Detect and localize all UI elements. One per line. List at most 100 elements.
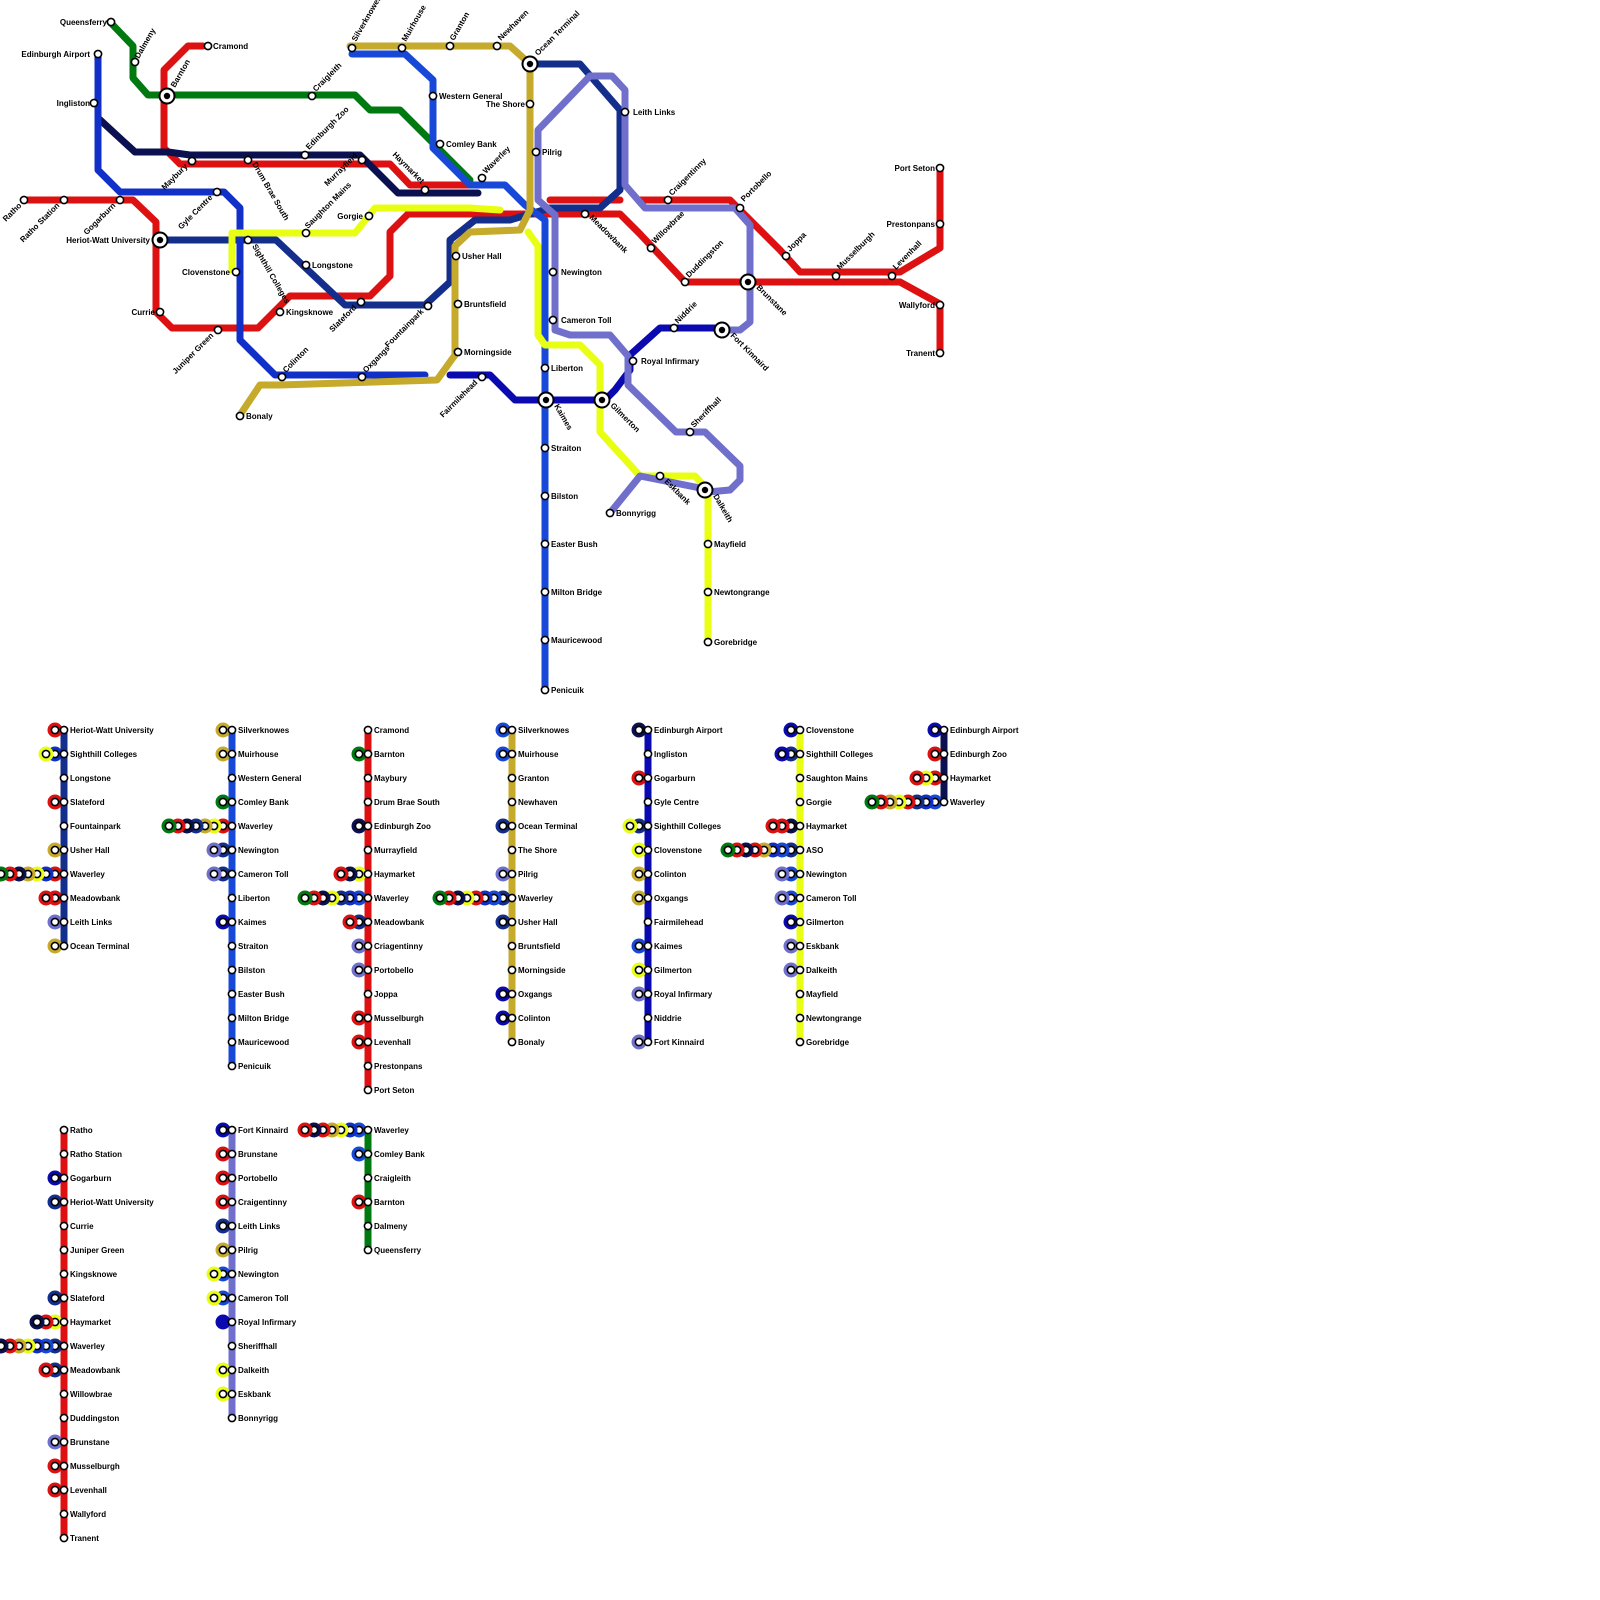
diagram-stop-barnton[interactable]: Barnton [351, 1194, 405, 1210]
diagram-stop-cameron-toll[interactable]: Cameron Toll [206, 1290, 289, 1306]
diagram-stop-pilrig[interactable]: Pilrig [215, 1242, 259, 1258]
diagram-stop-dalmeny[interactable]: Dalmeny [363, 1221, 408, 1231]
diagram-stop-niddrie[interactable]: Niddrie [643, 1013, 682, 1023]
diagram-stop-gilmerton[interactable]: Gilmerton [783, 914, 844, 930]
station-mayfield[interactable]: Mayfield [703, 539, 746, 549]
diagram-stop-clovenstone[interactable]: Clovenstone [783, 722, 855, 738]
diagram-stop-usher-hall[interactable]: Usher Hall [47, 842, 110, 858]
station-prestonpans[interactable]: Prestonpans [887, 219, 945, 229]
diagram-stop-ratho-station[interactable]: Ratho Station [59, 1149, 122, 1159]
station-fairmilehead[interactable]: Fairmilehead [438, 372, 487, 419]
station-saughton-mains[interactable]: Saughton Mains [301, 180, 353, 238]
diagram-stop-oxgangs[interactable]: Oxgangs [631, 890, 689, 906]
diagram-stop-comley-bank[interactable]: Comley Bank [351, 1146, 426, 1162]
diagram-stop-waverley[interactable]: Waverley [297, 890, 410, 906]
diagram-stop-royal-infirmary[interactable]: Royal Infirmary [215, 1314, 297, 1330]
station-ingliston[interactable]: Ingliston [57, 98, 99, 108]
station-liberton[interactable]: Liberton [540, 363, 583, 373]
diagram-stop-saughton-mains[interactable]: Saughton Mains [795, 773, 868, 783]
diagram-stop-sighthill-colleges[interactable]: Sighthill Colleges [622, 818, 722, 834]
diagram-stop-craigleith[interactable]: Craigleith [363, 1173, 411, 1183]
diagram-stop-meadowbank[interactable]: Meadowbank [38, 890, 121, 906]
station-edinburgh-airport[interactable]: Edinburgh Airport [21, 49, 103, 59]
diagram-stop-heriot-watt-university[interactable]: Heriot-Watt University [47, 722, 155, 738]
diagram-stop-ratho[interactable]: Ratho [59, 1125, 93, 1135]
station-duddingston[interactable]: Duddingston [680, 238, 725, 287]
diagram-stop-bruntsfield[interactable]: Bruntsfield [507, 941, 560, 951]
station-morningside[interactable]: Morningside [453, 347, 512, 357]
station-clovenstone[interactable]: Clovenstone [182, 267, 241, 277]
diagram-stop-western-general[interactable]: Western General [227, 773, 301, 783]
diagram-stop-gorgie[interactable]: Gorgie [795, 797, 832, 807]
diagram-stop-waverley[interactable]: Waverley [0, 866, 105, 882]
diagram-stop-kaimes[interactable]: Kaimes [215, 914, 268, 930]
diagram-stop-newington[interactable]: Newington [206, 842, 279, 858]
diagram-stop-levenhall[interactable]: Levenhall [47, 1482, 107, 1498]
diagram-stop-colinton[interactable]: Colinton [631, 866, 687, 882]
diagram-stop-fort-kinnaird[interactable]: Fort Kinnaird [631, 1034, 705, 1050]
diagram-stop-usher-hall[interactable]: Usher Hall [495, 914, 558, 930]
diagram-stop-ocean-terminal[interactable]: Ocean Terminal [495, 818, 578, 834]
diagram-stop-mayfield[interactable]: Mayfield [795, 989, 838, 999]
diagram-stop-portobello[interactable]: Portobello [215, 1170, 278, 1186]
diagram-stop-duddingston[interactable]: Duddingston [59, 1413, 119, 1423]
diagram-stop-bonnyrigg[interactable]: Bonnyrigg [227, 1413, 278, 1423]
diagram-stop-slateford[interactable]: Slateford [47, 794, 105, 810]
station-edinburgh-zoo[interactable]: Edinburgh Zoo [300, 105, 351, 160]
diagram-stop-heriot-watt-university[interactable]: Heriot-Watt University [47, 1194, 155, 1210]
diagram-stop-waverley[interactable]: Waverley [161, 818, 274, 834]
diagram-stop-edinburgh-zoo[interactable]: Edinburgh Zoo [351, 818, 431, 834]
station-portobello[interactable]: Portobello [735, 169, 773, 213]
station-gorgie[interactable]: Gorgie [337, 211, 374, 221]
diagram-stop-craigentinny[interactable]: Craigentinny [215, 1194, 288, 1210]
station-bonnyrigg[interactable]: Bonnyrigg [605, 508, 656, 518]
diagram-stop-sighthill-colleges[interactable]: Sighthill Colleges [774, 746, 874, 762]
diagram-stop-pilrig[interactable]: Pilrig [495, 866, 539, 882]
diagram-stop-willowbrae[interactable]: Willowbrae [59, 1389, 113, 1399]
diagram-stop-fort-kinnaird[interactable]: Fort Kinnaird [215, 1122, 289, 1138]
diagram-stop-murrayfield[interactable]: Murrayfield [363, 845, 417, 855]
diagram-stop-kaimes[interactable]: Kaimes [631, 938, 684, 954]
diagram-stop-straiton[interactable]: Straiton [227, 941, 268, 951]
diagram-stop-the-shore[interactable]: The Shore [507, 845, 558, 855]
diagram-stop-juniper-green[interactable]: Juniper Green [59, 1245, 124, 1255]
diagram-stop-penicuik[interactable]: Penicuik [227, 1061, 271, 1071]
diagram-stop-ingliston[interactable]: Ingliston [643, 749, 687, 759]
diagram-stop-newhaven[interactable]: Newhaven [507, 797, 558, 807]
diagram-stop-slateford[interactable]: Slateford [47, 1290, 105, 1306]
diagram-stop-dalkeith[interactable]: Dalkeith [215, 1362, 270, 1378]
diagram-stop-clovenstone[interactable]: Clovenstone [631, 842, 703, 858]
diagram-stop-aso[interactable]: ASO [720, 842, 824, 858]
station-willowbrae[interactable]: Willowbrae [646, 209, 687, 253]
station-western-general[interactable]: Western General [428, 91, 502, 101]
diagram-stop-queensferry[interactable]: Queensferry [363, 1245, 422, 1255]
station-newtongrange[interactable]: Newtongrange [703, 587, 770, 597]
station-heriot-watt-university[interactable]: Heriot-Watt University [66, 231, 169, 249]
station-straiton[interactable]: Straiton [540, 443, 581, 453]
diagram-stop-morningside[interactable]: Morningside [507, 965, 566, 975]
diagram-stop-leith-links[interactable]: Leith Links [47, 914, 113, 930]
diagram-stop-drum-brae-south[interactable]: Drum Brae South [363, 797, 440, 807]
diagram-stop-gorebridge[interactable]: Gorebridge [795, 1037, 850, 1047]
diagram-stop-newtongrange[interactable]: Newtongrange [795, 1013, 862, 1023]
diagram-stop-sheriffhall[interactable]: Sheriffhall [227, 1341, 277, 1351]
station-ratho[interactable]: Ratho [1, 195, 29, 223]
diagram-stop-haymarket[interactable]: Haymarket [765, 818, 848, 834]
station-comley-bank[interactable]: Comley Bank [435, 139, 497, 149]
diagram-stop-cameron-toll[interactable]: Cameron Toll [774, 890, 857, 906]
station-bruntsfield[interactable]: Bruntsfield [453, 299, 506, 309]
diagram-stop-fairmilehead[interactable]: Fairmilehead [643, 917, 703, 927]
station-craigentinny[interactable]: Craigentinny [663, 156, 708, 205]
station-leith-links[interactable]: Leith Links [620, 107, 676, 117]
diagram-stop-royal-infirmary[interactable]: Royal Infirmary [631, 986, 713, 1002]
station-longstone[interactable]: Longstone [301, 260, 353, 270]
diagram-stop-currie[interactable]: Currie [59, 1221, 94, 1231]
diagram-stop-haymarket[interactable]: Haymarket [333, 866, 416, 882]
diagram-stop-edinburgh-airport[interactable]: Edinburgh Airport [927, 722, 1019, 738]
diagram-stop-brunstane[interactable]: Brunstane [215, 1146, 279, 1162]
diagram-stop-joppa[interactable]: Joppa [363, 989, 398, 999]
station-cramond[interactable]: Cramond [203, 41, 248, 51]
diagram-stop-eskbank[interactable]: Eskbank [783, 938, 840, 954]
diagram-stop-longstone[interactable]: Longstone [59, 773, 111, 783]
diagram-stop-cramond[interactable]: Cramond [363, 725, 409, 735]
